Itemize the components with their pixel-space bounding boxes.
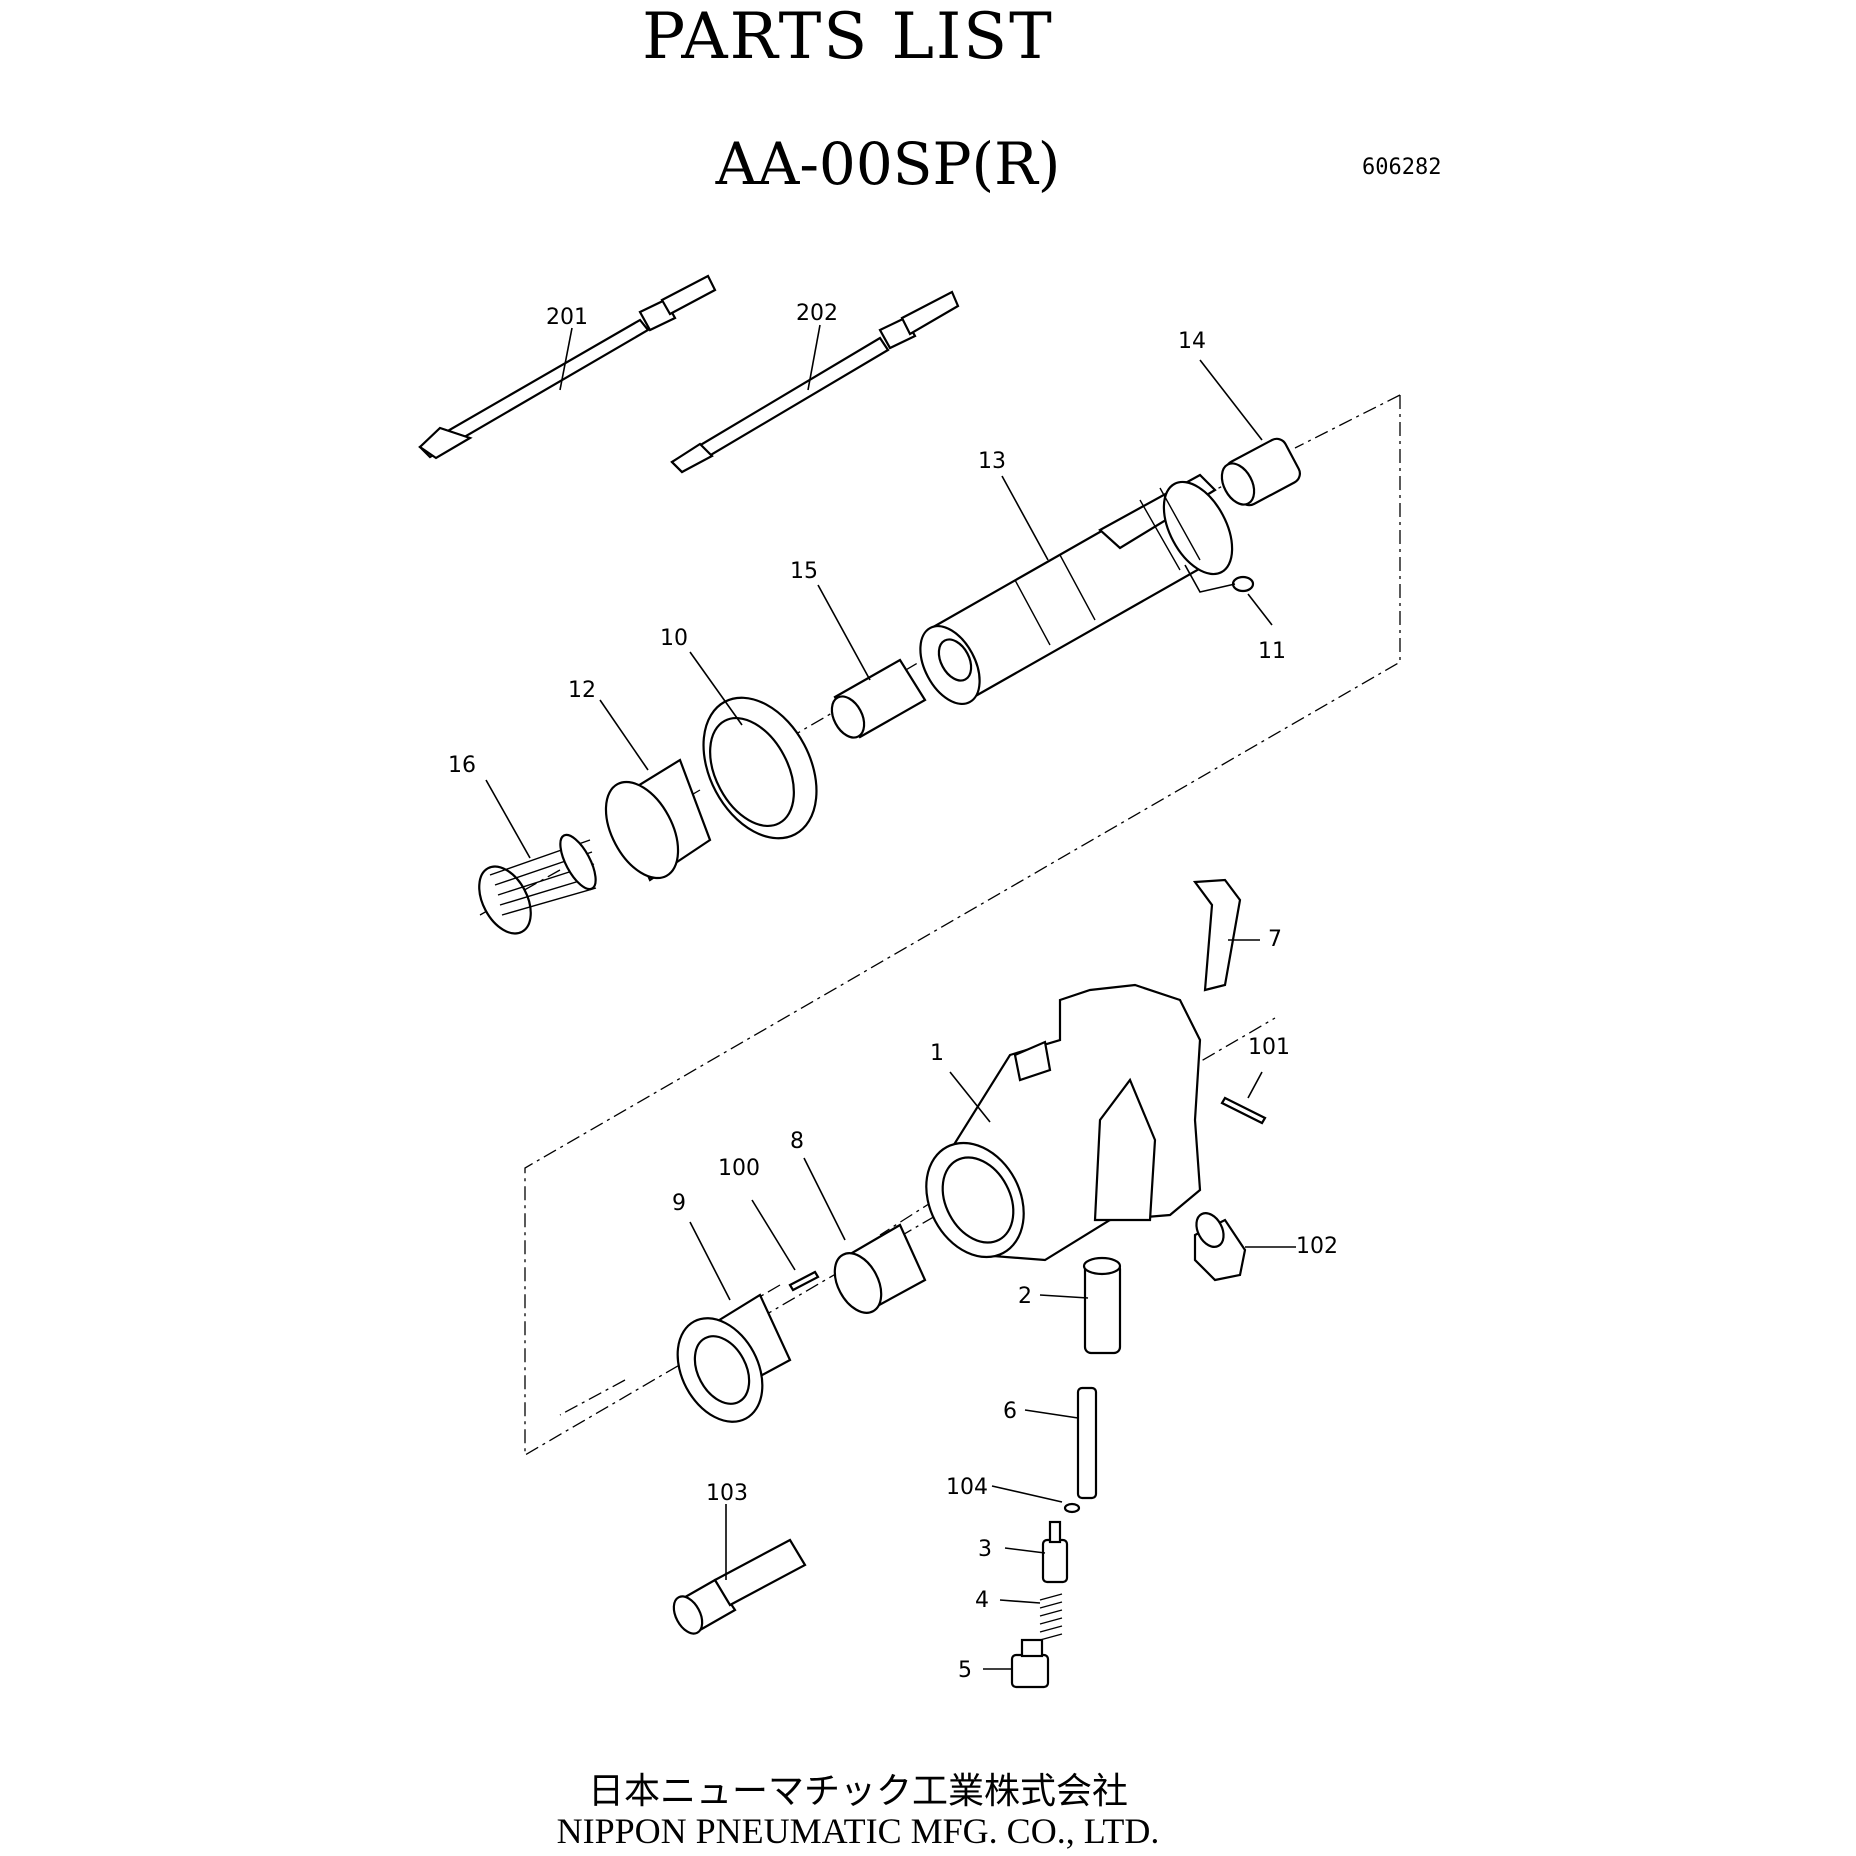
part-12	[604, 758, 712, 882]
point-202	[670, 290, 960, 474]
manufacturer-name-japanese: 日本ニューマチック工業株式会社	[587, 1771, 1128, 1812]
pin-101	[1220, 1096, 1267, 1125]
pin-100	[788, 1270, 820, 1292]
callout-13: 13	[978, 449, 1006, 474]
callout-202: 202	[796, 301, 838, 326]
page-title: PARTS LIST	[642, 0, 1054, 74]
callout-14: 14	[1178, 329, 1206, 354]
callout-8: 8	[790, 1129, 804, 1154]
callout-2: 2	[1018, 1284, 1032, 1309]
callout-4: 4	[975, 1588, 989, 1613]
chisel-201	[418, 274, 717, 460]
callout-9: 9	[672, 1191, 686, 1216]
barrel-13	[919, 473, 1234, 705]
callout-101: 101	[1248, 1035, 1290, 1060]
spring-4	[1039, 1593, 1063, 1641]
part-8	[833, 1223, 927, 1314]
callout-7: 7	[1268, 927, 1282, 952]
callout-102: 102	[1296, 1234, 1338, 1259]
cap-9	[676, 1293, 792, 1423]
callout-104: 104	[946, 1475, 988, 1500]
manufacturer-name-english: NIPPON PNEUMATIC MFG. CO., LTD.	[556, 1811, 1160, 1851]
leader-lines	[485, 324, 1296, 1670]
callout-201: 201	[546, 305, 588, 330]
document-number: 606282	[1362, 155, 1442, 180]
part-15	[830, 658, 927, 739]
callout-11: 11	[1258, 639, 1286, 664]
callout-103: 103	[706, 1481, 748, 1506]
part-14	[1220, 437, 1301, 507]
callout-10: 10	[660, 626, 688, 651]
model-number: AA-00SP(R)	[715, 130, 1061, 198]
part-104	[1063, 1502, 1081, 1514]
rod-6	[1076, 1386, 1098, 1500]
callout-12: 12	[568, 678, 596, 703]
part-3	[1041, 1520, 1069, 1584]
assembly-outline	[524, 395, 1401, 1457]
lever-7	[1192, 878, 1242, 992]
part-11	[1231, 575, 1255, 593]
ring-10	[702, 696, 818, 840]
callout-100: 100	[718, 1156, 760, 1181]
callout-1: 1	[930, 1041, 944, 1066]
fitting-102	[1193, 1212, 1247, 1282]
callout-5: 5	[958, 1658, 972, 1683]
nipple-103	[672, 1538, 807, 1635]
valve-2	[1082, 1256, 1122, 1355]
callout-16: 16	[448, 753, 476, 778]
callout-6: 6	[1003, 1399, 1017, 1424]
spring-16	[478, 833, 597, 935]
callout-15: 15	[790, 559, 818, 584]
callout-3: 3	[978, 1537, 992, 1562]
plug-5	[1010, 1638, 1050, 1689]
body-1	[925, 983, 1202, 1262]
